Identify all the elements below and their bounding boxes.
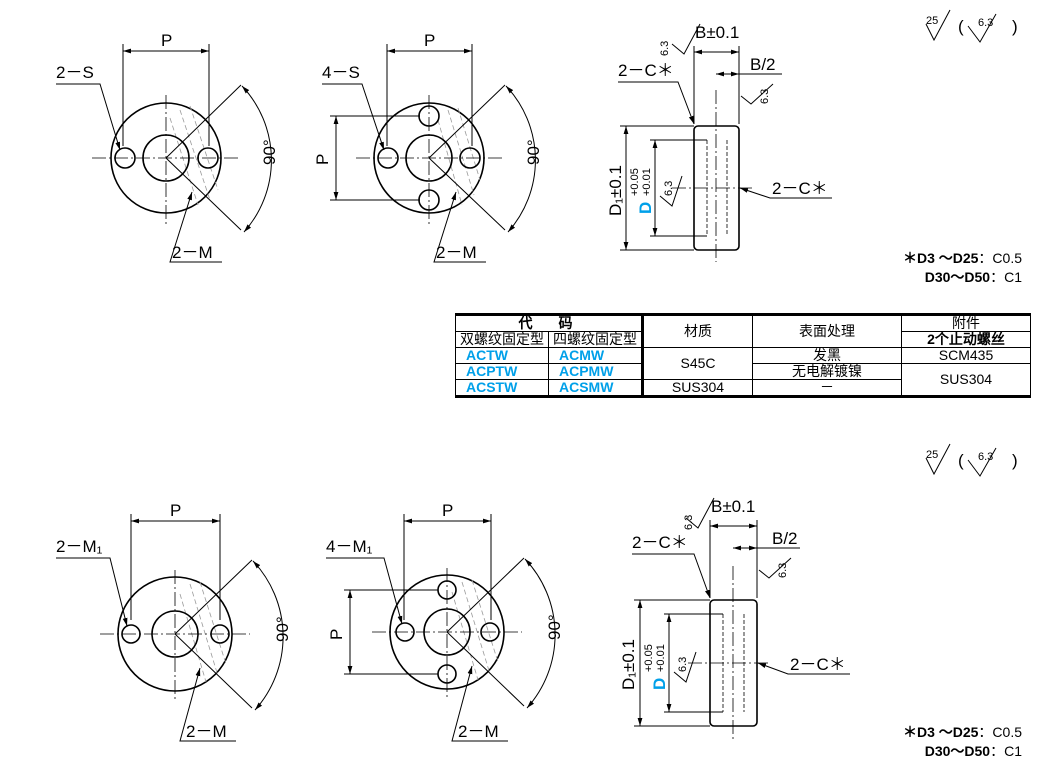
roughness-63-label: 6.3 (677, 657, 689, 672)
roughness-63-label: 6.3 (777, 563, 789, 578)
d1-tolerance-label: D₁±0.1 (619, 639, 638, 690)
roughness-63-label: 6.3 (978, 451, 993, 463)
roughness-63-label: 6.3 (759, 89, 771, 104)
four-s-label: 4－S (322, 63, 360, 82)
front-view-double-bottom: P 90° 2－M₁ 2－M (56, 501, 292, 742)
svg-text:): ) (1012, 17, 1018, 36)
angle-90-label: 90° (524, 139, 543, 165)
roughness-63-label: 6.3 (683, 515, 695, 530)
two-s-label: 2－S (56, 63, 94, 82)
svg-text:): ) (1012, 451, 1018, 470)
roughness-header-top: 25 ( 6.3 ) (925, 9, 1018, 43)
two-m-label: 2－M (458, 722, 499, 741)
surface-none: － (752, 379, 902, 397)
angle-90-label: 90° (260, 139, 279, 165)
d-label: D (636, 202, 655, 214)
d-tol-lower: +0.01 (641, 168, 653, 196)
front-view-quad-bottom: P P 90° 4－M₁ 2－M (326, 501, 564, 742)
chamfer-2c-label: 2－C＊ (632, 533, 688, 552)
header-surface: 表面处理 (752, 314, 902, 348)
p-dimension-label: P (442, 501, 453, 520)
roughness-63-label: 6.3 (663, 181, 675, 196)
angle-90-label: 90° (545, 614, 564, 640)
b-tolerance-label: B±0.1 (695, 23, 739, 42)
header-double: 双螺纹固定型 (455, 331, 549, 348)
p-dimension-label: P (424, 31, 435, 50)
chamfer-2c-label: 2－C＊ (790, 655, 846, 674)
accessory-sus304: SUS304 (901, 363, 1031, 397)
svg-text:(: ( (958, 17, 964, 36)
surface-nickel: 无电解镀镍 (752, 363, 902, 380)
p-vertical-label: P (327, 629, 346, 640)
roughness-63-label: 6.3 (978, 17, 993, 29)
material-sus304: SUS304 (642, 379, 753, 397)
table-row: ACTW ACMW S45C 发黑 SCM435 (455, 347, 1031, 380)
header-quad: 四螺纹固定型 (548, 331, 644, 348)
chamfer-2c-label: 2－C＊ (772, 179, 828, 198)
front-view-double-top: P 90° 2－S 2－M (56, 31, 279, 263)
roughness-25-label: 25 (926, 15, 938, 27)
accessory-scm435: SCM435 (901, 347, 1031, 364)
p-dimension-label: P (161, 31, 172, 50)
svg-text:(: ( (958, 451, 964, 470)
header-set-screw: 2个止动螺丝 (901, 331, 1031, 348)
spec-table: 代 码 材质 表面处理 附件 双螺纹固定型 四螺纹固定型 2个止动螺丝 ACTW… (455, 313, 1031, 398)
d-label: D (650, 678, 669, 690)
surface-black: 发黑 (752, 347, 902, 364)
two-m-label: 2－M (172, 243, 213, 262)
header-material: 材质 (642, 314, 753, 348)
side-view-top: B±0.1 B/2 6.3 6.3 2－C＊ 2－C＊ D₁±0.1 D +0.… (606, 23, 832, 262)
p-vertical-label: P (313, 154, 332, 165)
d-tol-lower: +0.01 (655, 644, 667, 672)
b-tolerance-label: B±0.1 (711, 497, 755, 516)
angle-90-label: 90° (273, 616, 292, 642)
chamfer-note-top: ＊D3 ～D25：C0.5 D30～D50：C1 (902, 250, 1022, 285)
two-m-label: 2－M (186, 722, 227, 741)
d1-tolerance-label: D₁±0.1 (606, 165, 625, 216)
front-view-quad-top: P P 90° 4－S 2－M (313, 31, 543, 263)
d-tol-upper: +0.05 (629, 168, 641, 196)
roughness-25-label: 25 (926, 449, 938, 461)
side-view-bottom: B±0.1 B/2 6.3 6.3 2－C＊ 2－C＊ D₁±0.1 D +0.… (619, 497, 850, 740)
header-accessory: 附件 (901, 314, 1031, 332)
p-dimension-label: P (170, 501, 181, 520)
chamfer-note-bottom: ＊D3 ～D25：C0.5 D30～D50：C1 (902, 724, 1022, 759)
b-half-label: B/2 (772, 529, 798, 548)
table-row: ACPTW ACPMW 无电解镀镍 SUS304 (455, 363, 1031, 397)
b-half-label: B/2 (750, 55, 776, 74)
roughness-header-bottom: 25 ( 6.3 ) (925, 443, 1018, 477)
two-m1-label: 2－M₁ (56, 537, 103, 556)
two-m-label: 2－M (436, 243, 477, 262)
chamfer-2c-label: 2－C＊ (618, 61, 674, 80)
roughness-63-label: 6.3 (659, 41, 671, 56)
four-m1-label: 4－M₁ (326, 537, 373, 556)
header-code: 代 码 (455, 314, 644, 332)
d-tol-upper: +0.05 (643, 644, 655, 672)
material-s45c: S45C (642, 347, 753, 380)
table-row: ACSTW ACSMW SUS304 － (455, 379, 1031, 397)
